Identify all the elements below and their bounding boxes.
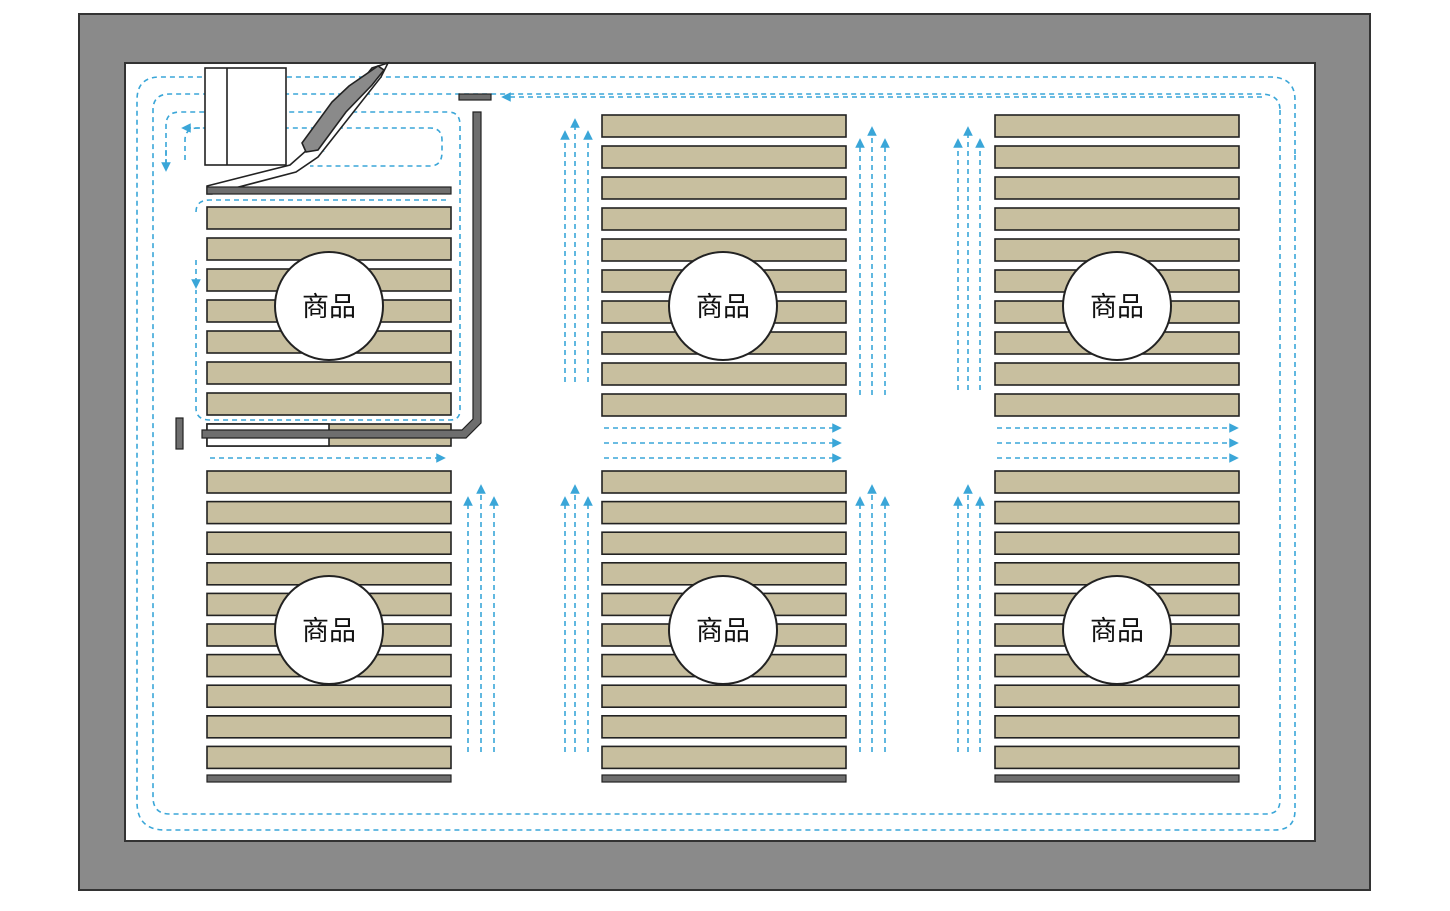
shelf	[601, 745, 847, 770]
shelf	[206, 684, 452, 709]
shelf	[994, 176, 1240, 200]
zone-circle	[668, 251, 778, 361]
shelf	[206, 714, 452, 739]
shelf	[601, 531, 847, 556]
flow-perimeter-inner	[152, 93, 1281, 815]
shelf	[994, 393, 1240, 417]
shelf	[206, 470, 452, 494]
shelf	[206, 500, 452, 525]
shelf	[206, 206, 452, 230]
flow-top-bar	[195, 199, 448, 213]
shelf-block	[206, 470, 452, 783]
shelf-base	[601, 774, 847, 783]
entrance-gate-icon	[175, 417, 184, 450]
zone-label: 商品	[1090, 616, 1144, 647]
shelf	[601, 714, 847, 739]
shelf	[601, 145, 847, 169]
shelf	[601, 114, 847, 138]
shelf	[994, 684, 1240, 709]
shelf	[206, 745, 452, 770]
partition-l-shaped	[201, 111, 482, 439]
shelf	[206, 392, 452, 416]
flow-entrance-loop	[165, 111, 461, 421]
zone-label: 商品	[696, 616, 750, 647]
zone-label: 商品	[1090, 292, 1144, 323]
shelf	[994, 145, 1240, 169]
shelf-base	[994, 774, 1240, 783]
shelf	[994, 114, 1240, 138]
shelf	[601, 684, 847, 709]
shelf	[994, 470, 1240, 494]
zone-circle	[274, 575, 384, 685]
zone-circle	[1062, 251, 1172, 361]
zone-circle	[668, 575, 778, 685]
zone-label: 商品	[302, 292, 356, 323]
shelf-layer	[206, 114, 1240, 783]
shelf	[601, 362, 847, 386]
customer-flow-paths	[136, 76, 1296, 831]
shelf	[601, 176, 847, 200]
partition-small	[458, 93, 492, 101]
shelf	[206, 531, 452, 556]
shelf	[994, 531, 1240, 556]
shelf	[206, 361, 452, 385]
shelf	[994, 714, 1240, 739]
checkout-counter-icon	[204, 61, 390, 195]
shelf-base	[206, 774, 452, 783]
partition-top-left	[206, 186, 452, 195]
shelf	[601, 470, 847, 494]
shelf-block	[206, 206, 452, 447]
zone-circle	[1062, 575, 1172, 685]
fixture-layer	[175, 61, 492, 450]
shelf	[994, 362, 1240, 386]
shelf	[601, 393, 847, 417]
shelf	[994, 745, 1240, 770]
flow-perimeter	[136, 76, 1296, 831]
shelf	[601, 500, 847, 525]
zone-label: 商品	[696, 292, 750, 323]
shelf	[994, 500, 1240, 525]
zone-labels: 商品商品商品商品商品商品	[274, 251, 1172, 685]
zone-circle	[274, 251, 384, 361]
zone-label: 商品	[302, 616, 356, 647]
shelf	[601, 207, 847, 231]
shelf	[994, 207, 1240, 231]
shelf-block	[601, 114, 847, 417]
